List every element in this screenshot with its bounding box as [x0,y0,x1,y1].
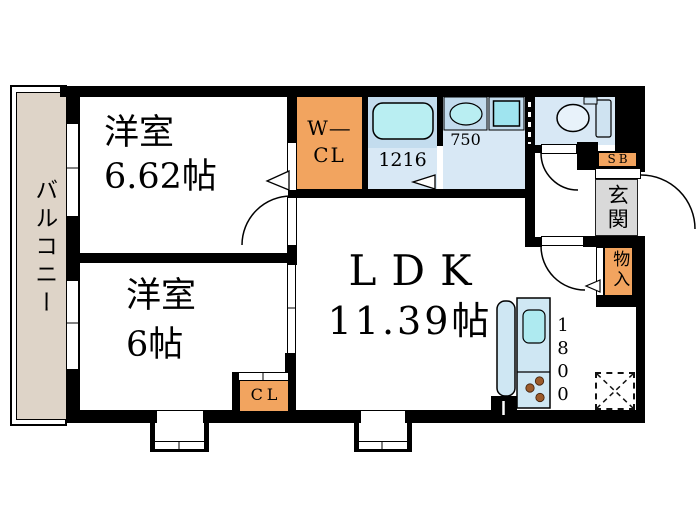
balcony-label: バルコニー [30,178,57,318]
wall [287,95,297,143]
kitchen-sink-icon [522,309,546,344]
door-direction-arrow-wcl [265,169,290,191]
ldk-room-name: LDK [348,246,487,295]
wall [437,95,443,146]
bedroom1-door-leaf [287,197,297,246]
walk-in-closet-label: W― CL [307,116,352,167]
stove-burner-icon [525,383,535,393]
toilet-door-leaf [541,144,577,154]
wall [633,237,645,307]
entrance-door-leaf [595,168,641,179]
wall [491,396,517,423]
wall [287,245,297,265]
bath-dimension: 1216 [378,149,427,171]
door-arc-entrance [640,174,696,230]
wall [596,296,645,307]
monoire-label: 物入 [609,250,630,290]
window [66,280,79,370]
refrigerator-space [595,372,635,410]
bay-window-inner [359,423,407,446]
wall [288,189,535,198]
closet-label: CL [250,385,282,404]
door-arc-hall-ldk [540,245,586,291]
walk-in-closet-floor [297,97,362,190]
kitchen-dimension: 1800 [552,315,574,407]
monoire-storage [603,246,634,297]
bay-window-inner [155,423,204,446]
wcl-door-opening [287,143,297,190]
wall [362,95,368,190]
hall-ldk-door-leaf [541,236,584,246]
kitchen-unit-icon [516,297,551,409]
bathtub-band [368,97,437,148]
stove-burner-icon [534,376,545,386]
wall [66,253,291,263]
closet-box [240,380,288,411]
wall [525,95,535,247]
shoe-box [597,151,638,168]
wall [636,236,645,423]
entrance-label: 玄関 [605,184,630,232]
bay-window-gap [361,411,405,425]
door-arc-bedroom1 [241,195,292,246]
sliding-door-bedroom2-ldk [287,264,296,354]
western-room2-label: 洋室 6帖 [126,276,197,365]
ldk-room-size: 11.39帖 [327,299,493,343]
entrance-area [595,179,638,236]
wall [577,142,598,170]
western-room1-label: 洋室 6.62帖 [104,113,217,197]
wall [60,86,645,97]
wall [285,353,296,377]
wall [535,237,542,247]
door-arc-toilet [540,152,579,191]
wall [615,86,645,152]
shoe-box-label: SB [607,152,631,166]
bay-window-sash [154,441,205,450]
bay-window-gap [157,411,203,425]
stove-burner-icon [535,392,545,403]
balcony-floor [16,92,67,420]
wall [232,372,240,411]
wall [288,377,296,411]
bay-window-sash [358,441,408,450]
washroom-dimension: 750 [450,130,481,149]
toilet-room-floor [533,97,617,145]
wall [533,145,542,153]
window [66,123,79,217]
wall [583,236,645,247]
wall [66,410,645,423]
